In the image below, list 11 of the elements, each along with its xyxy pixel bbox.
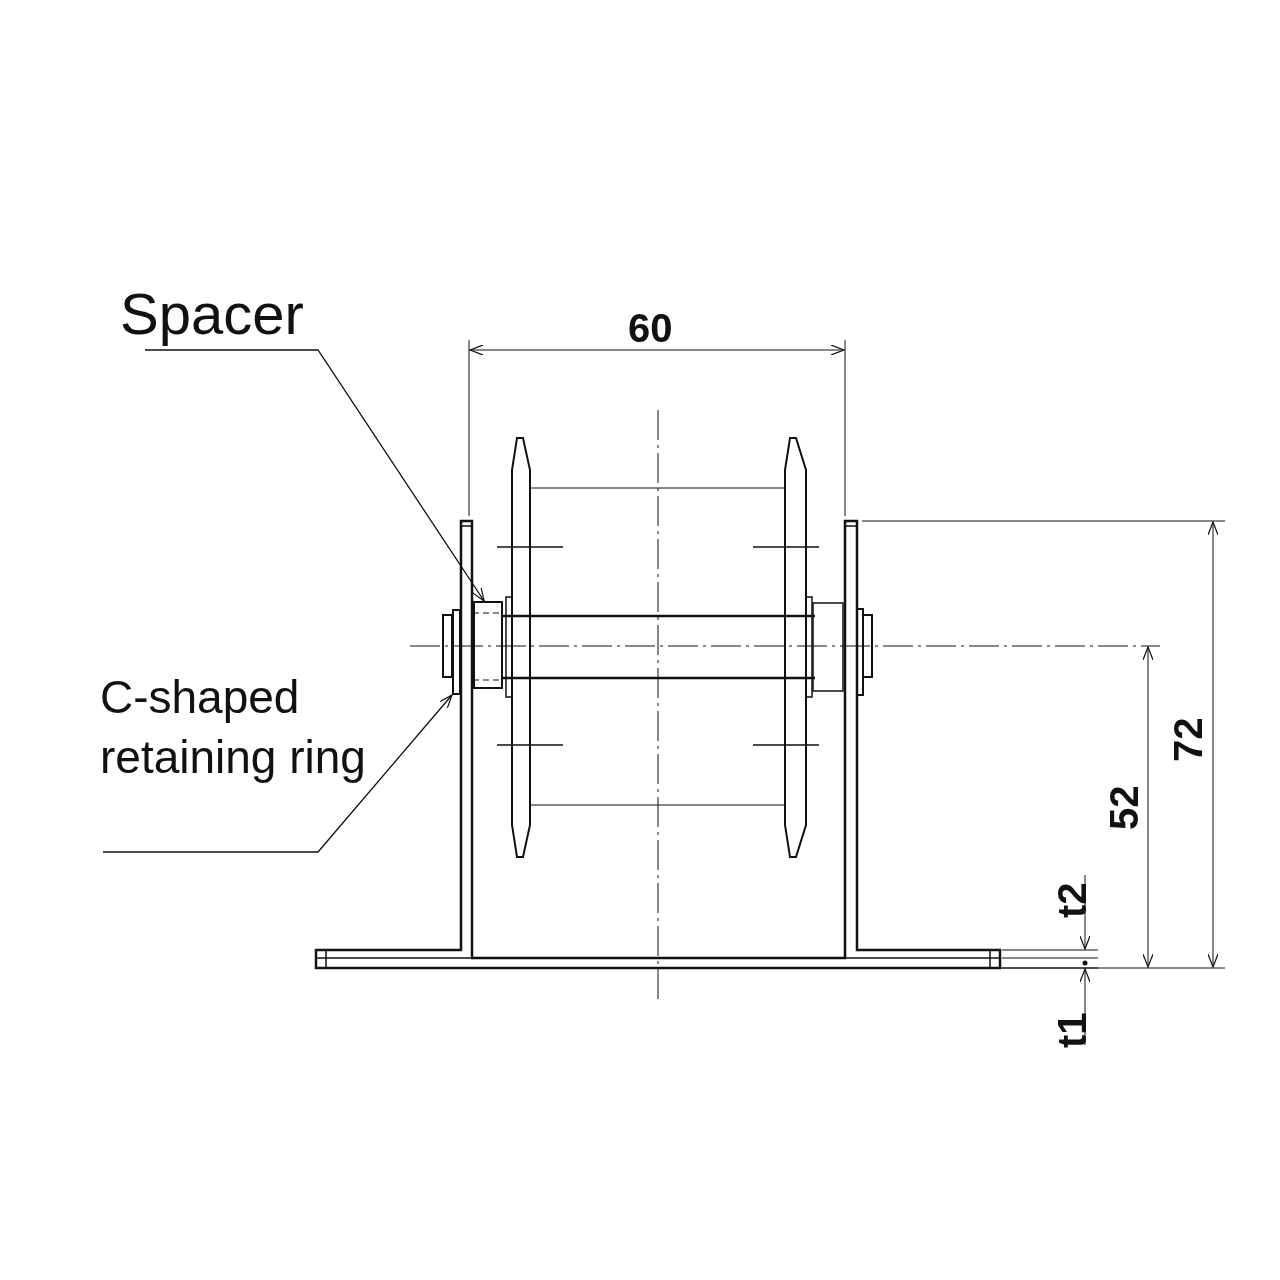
dimension-value: 72 [1168,717,1208,762]
leader-line [144,349,485,602]
part-label: Spacer [120,276,335,346]
spacer-part [473,601,503,689]
part-label: C-shaped retaining ring [100,668,375,848]
leader-line [102,694,453,853]
dimension-value: 52 [1104,785,1144,830]
dimension-value: t2 [1052,882,1092,918]
dimension-value: t1 [1052,1012,1092,1048]
dimension-value: 60 [628,308,673,348]
retaining-ring-part [452,609,461,695]
